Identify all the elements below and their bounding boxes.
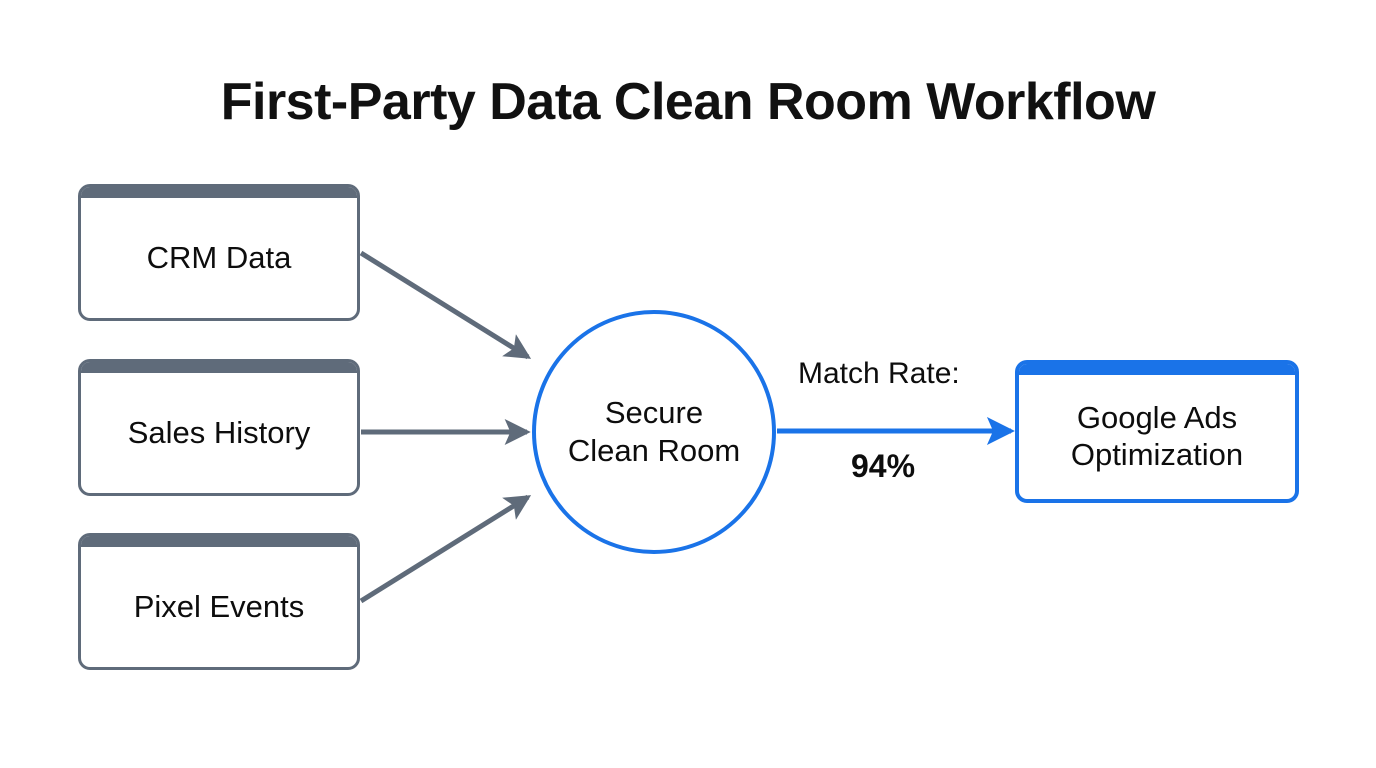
node-google-ads-optimization[interactable]: Google Ads Optimization [1015, 360, 1299, 503]
node-header-bar [81, 536, 357, 547]
node-header-bar [81, 187, 357, 198]
node-google-ads-optimization-label: Google Ads Optimization [1070, 400, 1244, 472]
node-crm-data[interactable]: CRM Data [78, 184, 360, 321]
node-pixel-events[interactable]: Pixel Events [78, 533, 360, 670]
node-sales-history-label: Sales History [127, 415, 311, 451]
edge-crm-to-cleanroom [359, 250, 532, 360]
node-secure-clean-room[interactable]: Secure Clean Room [532, 310, 776, 554]
node-crm-data-label: CRM Data [146, 240, 292, 276]
node-header-bar [1019, 364, 1295, 375]
node-header-bar [81, 362, 357, 373]
match-rate-label: Match Rate: [798, 357, 960, 390]
edge-pixel-to-cleanroom [359, 494, 532, 604]
match-rate-value: 94% [851, 448, 916, 484]
node-sales-history[interactable]: Sales History [78, 359, 360, 496]
node-secure-clean-room-label: Secure Clean Room [567, 395, 741, 468]
node-pixel-events-label: Pixel Events [133, 589, 305, 625]
page-title: First-Party Data Clean Room Workflow [220, 73, 1156, 131]
